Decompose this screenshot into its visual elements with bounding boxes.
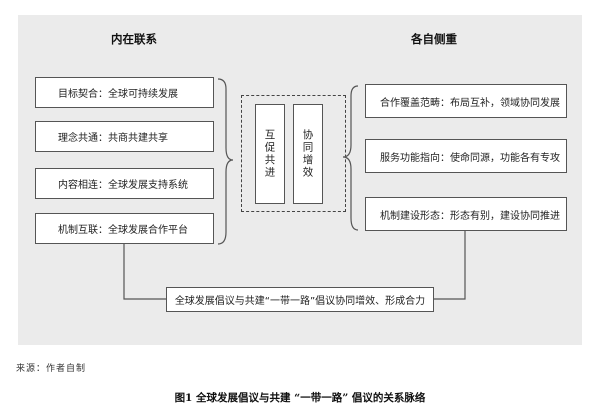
right-box-coverage-label: 合作覆盖范畴：布局互补，领域协同发展	[380, 97, 560, 109]
left-box-mechanism: 机制互联：全球发展合作平台	[35, 213, 214, 244]
left-heading: 内在联系	[111, 32, 157, 46]
left-box-mechanism-label: 机制互联：全球发展合作平台	[58, 225, 188, 236]
bottom-synergy-label: 全球发展倡议与共建“一带一路”倡议协同增效、形成合力	[174, 296, 426, 307]
left-box-concept: 理念共通：共商共建共享	[35, 121, 214, 152]
right-heading: 各自侧重	[411, 32, 457, 46]
right-box-function: 服务功能指向：使命同源，功能各有专攻	[365, 139, 567, 173]
left-box-goal: 目标契合：全球可持续发展	[35, 77, 214, 108]
source-note: 来源：作者自制	[16, 364, 87, 374]
left-box-content-label: 内容相连：全球发展支持系统	[58, 180, 188, 191]
center-box-synergy-label: 协同增效	[301, 129, 314, 179]
right-box-coverage: 合作覆盖范畴：布局互补，领域协同发展	[365, 84, 567, 118]
right-box-function-label: 服务功能指向：使命同源，功能各有专攻	[380, 152, 560, 164]
bottom-synergy-box: 全球发展倡议与共建“一带一路”倡议协同增效、形成合力	[166, 287, 434, 312]
left-box-content: 内容相连：全球发展支持系统	[35, 168, 214, 199]
right-box-mechanism: 机制建设形态：形态有别，建设协同推进	[365, 197, 567, 231]
left-box-concept-label: 理念共通：共商共建共享	[58, 133, 168, 144]
center-box-mutual-promotion-label: 互促共进	[263, 129, 276, 179]
right-box-mechanism-label: 机制建设形态：形态有别，建设协同推进	[380, 210, 560, 222]
center-box-synergy: 协同增效	[293, 104, 323, 204]
figure-caption: 图1 全球发展倡议与共建 “一带一路” 倡议的关系脉络	[174, 392, 426, 404]
left-box-goal-label: 目标契合：全球可持续发展	[58, 89, 178, 100]
center-box-mutual-promotion: 互促共进	[255, 104, 285, 204]
